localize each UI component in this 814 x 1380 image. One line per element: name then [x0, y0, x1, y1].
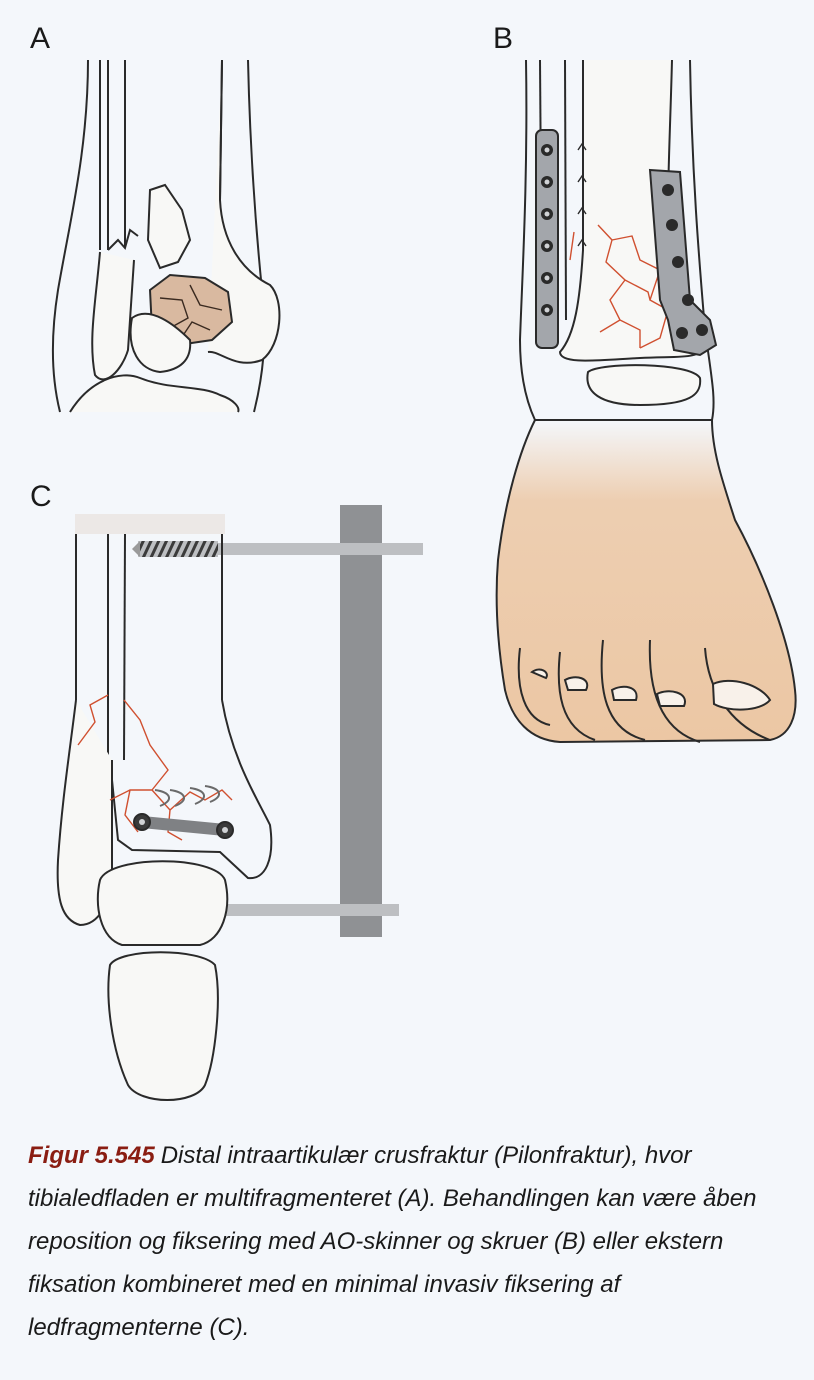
fibula-plate [535, 129, 559, 349]
lag-screw [141, 816, 226, 836]
panel-c-illustration [56, 505, 423, 1101]
calcaneus-bone-c [107, 951, 219, 1101]
fracture-lines-b [569, 224, 669, 349]
talus-bone-c [96, 860, 229, 946]
panel-b-illustration [495, 59, 797, 744]
leg-skin-outline-a [51, 59, 89, 413]
talus-bone-a [129, 312, 192, 374]
fracture-lines-c [77, 694, 233, 841]
figure-illustration [51, 59, 797, 1101]
panel-label-c: C [30, 480, 52, 513]
external-fixator-bar [340, 505, 382, 937]
panel-label-b: B [493, 22, 514, 55]
foot-skin [495, 419, 797, 744]
caption-text: Distal intraartikulær crusfraktur (Pilon… [28, 1142, 757, 1341]
panel-a-illustration [51, 59, 281, 413]
fibula-bone-a [99, 60, 126, 250]
tibia-bone-c [109, 699, 273, 880]
toes [517, 639, 771, 743]
panel-label-a: A [30, 22, 51, 55]
talus-bone-b [586, 364, 702, 407]
figure-number: Figur 5.545 [28, 1142, 155, 1169]
